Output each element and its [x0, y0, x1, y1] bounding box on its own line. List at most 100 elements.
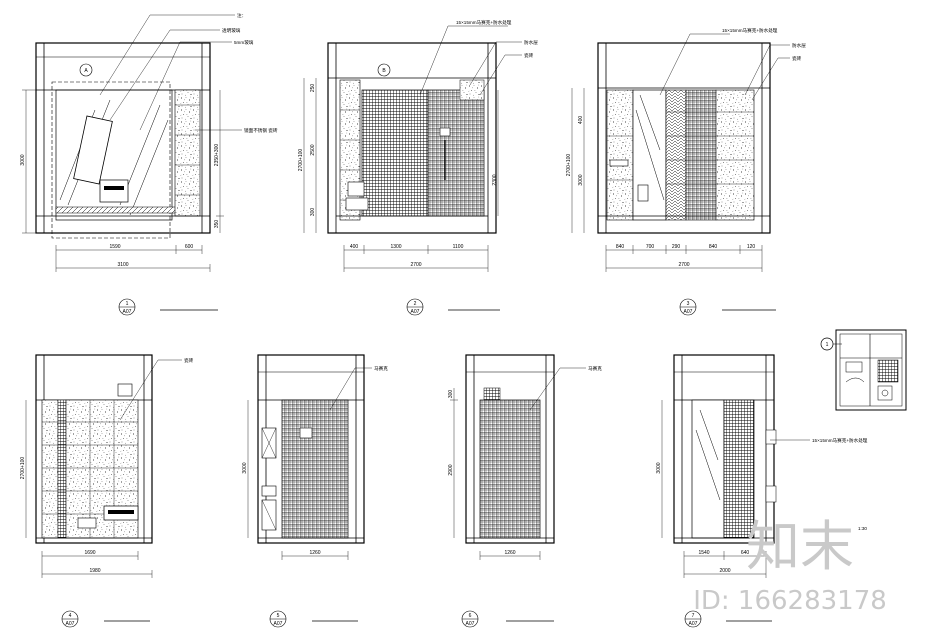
dim-4-a: 1690	[84, 550, 95, 556]
svg-text:B: B	[382, 68, 386, 74]
dim-2-left-a: 250	[310, 84, 316, 93]
elevation-4: 瓷砖 1690 1980 2700+100 4 A07	[20, 354, 194, 628]
dim-2-right: 2300	[492, 174, 498, 185]
svg-text:7: 7	[692, 613, 695, 619]
note-1c: 5mm玻璃	[234, 39, 254, 46]
note-3c: 瓷砖	[792, 55, 802, 62]
tiled-column	[174, 89, 201, 217]
dim-4-left: 2700+100	[20, 457, 26, 480]
mosaic-wall	[723, 399, 755, 539]
dim-2-left-b: 2500	[310, 144, 316, 155]
dim-2-total: 2700	[410, 262, 421, 268]
dim-1-b: 600	[185, 244, 194, 250]
ceiling-dashed-outline	[51, 81, 171, 239]
glass-door	[691, 399, 725, 539]
dim-2-left: 2700+100	[298, 149, 304, 172]
dim-6-left: 2900	[448, 464, 454, 475]
note-3b: 防水层	[792, 42, 806, 49]
stone-left	[41, 399, 59, 539]
svg-text:2: 2	[414, 301, 417, 307]
watermark-logo: 知末	[746, 515, 854, 578]
mosaic-panel	[685, 89, 717, 221]
note-2b: 防水层	[524, 39, 538, 46]
svg-text:3: 3	[687, 301, 690, 307]
wall-outline	[327, 42, 497, 234]
dim-2-c: 1100	[453, 244, 464, 250]
mosaic-wall-right	[427, 89, 485, 217]
shower-head	[439, 127, 451, 137]
mosaic-wall	[281, 399, 349, 539]
wall-outline	[35, 354, 153, 544]
counter	[55, 206, 177, 214]
dim-1-a: 1590	[109, 244, 120, 250]
elevation-1: A 注： 透明玻璃 5mm玻璃 镜面不锈钢 瓷砖 1590 600 3100 3…	[20, 12, 278, 316]
dim-3-left: 2700+100	[566, 154, 572, 177]
svg-text:A07: A07	[123, 309, 132, 315]
wall-outline	[673, 354, 775, 544]
svg-text:A07: A07	[274, 621, 283, 627]
note-2c: 瓷砖	[524, 52, 534, 59]
elevation-7: 15×15mm马赛克+防水处理 1:30 1540 640 2000 3000 …	[656, 354, 868, 628]
wall-outline	[257, 354, 365, 544]
note-2a: 15×15mm马赛克+防水处理	[456, 19, 512, 26]
dim-3-total: 2700	[678, 262, 689, 268]
dim-3-d: 840	[709, 244, 718, 250]
dim-1-right-b: 350	[214, 220, 220, 229]
dim-3-e: 120	[747, 244, 756, 250]
mirror	[73, 115, 113, 185]
stone-right	[715, 89, 755, 221]
key-plan: 1	[820, 329, 907, 411]
dim-3-b: 700	[646, 244, 655, 250]
dim-1-right-a: 2350+300	[214, 144, 220, 167]
note-3a: 15×15mm马赛克+防水处理	[722, 27, 778, 34]
note-1a: 注：	[237, 12, 246, 19]
wall-outline	[597, 42, 771, 234]
svg-text:A07: A07	[466, 621, 475, 627]
dim-3-left-b: 3000	[578, 174, 584, 185]
watermark-id: ID: 166283178	[693, 586, 887, 616]
note-5a: 马赛克	[374, 365, 388, 372]
mosaic-wall	[479, 399, 541, 539]
dim-2-a: 400	[350, 244, 359, 250]
vanity	[99, 179, 129, 203]
dim-2-b: 1300	[390, 244, 401, 250]
note-1b: 透明玻璃	[222, 27, 241, 34]
wall-outline	[465, 354, 555, 544]
svg-text:1: 1	[126, 301, 129, 307]
glass-panel	[55, 89, 173, 221]
dim-7-total: 2000	[719, 568, 730, 574]
dim-7-a: 1540	[698, 550, 709, 556]
mosaic-strip	[57, 399, 67, 539]
svg-text:A07: A07	[66, 621, 75, 627]
note-6a: 马赛克	[588, 365, 602, 372]
note-4a: 瓷砖	[184, 357, 194, 364]
dim-5-left: 3000	[242, 462, 248, 473]
svg-text:1: 1	[826, 342, 829, 348]
svg-text:A07: A07	[689, 621, 698, 627]
elevation-5: 马赛克 1260 3000 5 A07	[242, 354, 388, 628]
dim-6-left-a: 300	[448, 390, 454, 399]
note-1d: 镜面不锈钢 瓷砖	[244, 127, 278, 134]
dim-7-b: 640	[741, 550, 750, 556]
dim-3-a: 840	[616, 244, 625, 250]
herringbone-panel	[665, 89, 687, 221]
dim-3-c: 290	[672, 244, 681, 250]
note-7b: 1:30	[858, 526, 867, 531]
elevation-2: B 15×15mm马赛克+防水处理 防水层 瓷砖 400 1300 1100 2…	[298, 19, 538, 316]
svg-text:A: A	[84, 68, 88, 74]
note-7a: 15×15mm马赛克+防水处理	[812, 437, 868, 444]
wall-outline	[35, 42, 211, 234]
dim-1-total: 3100	[117, 262, 128, 268]
stone-left	[606, 89, 634, 221]
svg-text:A07: A07	[684, 309, 693, 315]
dim-6-a: 1260	[504, 550, 515, 556]
svg-text:5: 5	[277, 613, 280, 619]
dim-5-a: 1260	[309, 550, 320, 556]
dim-7-left: 3000	[656, 462, 662, 473]
svg-text:6: 6	[469, 613, 472, 619]
dim-2-left-c: 300	[310, 208, 316, 217]
dim-1-left: 3000	[20, 154, 26, 165]
elevation-6: 马赛克 1260 300 2900 6 A07	[448, 354, 602, 628]
mosaic-wall-left	[361, 89, 429, 217]
dim-4-total: 1980	[89, 568, 100, 574]
